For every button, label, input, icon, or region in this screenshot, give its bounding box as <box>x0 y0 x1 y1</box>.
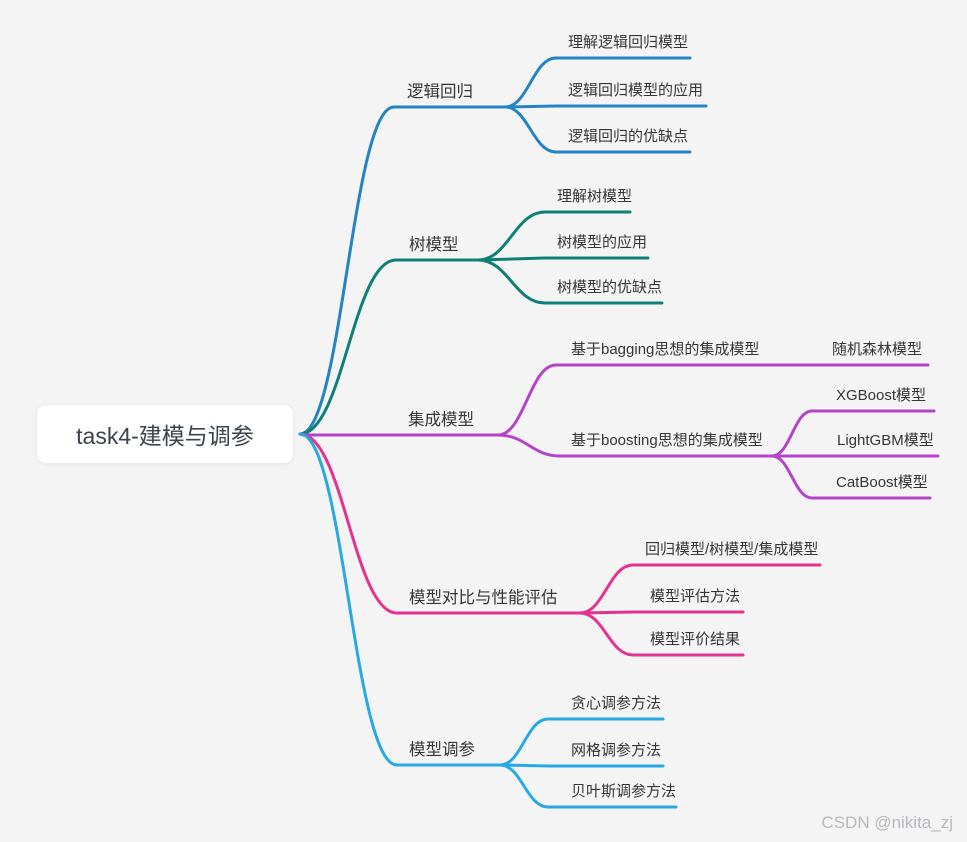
watermark: CSDN @nikita_zj <box>821 813 953 832</box>
mindmap-node-tree-model[interactable]: 树模型 <box>409 236 459 254</box>
connector-line <box>498 717 550 767</box>
mindmap-node-tree-model-pros-cons[interactable]: 树模型的优缺点 <box>557 279 663 296</box>
connector-line <box>496 433 562 458</box>
mindmap-node-lightgbm-model[interactable]: LightGBM模型 <box>837 432 934 449</box>
connector-line <box>298 258 398 436</box>
connector-line <box>298 432 399 615</box>
mindmap-node-bayesian-tuning-method[interactable]: 贝叶斯调参方法 <box>571 783 677 800</box>
mindmap-node-model-comparison-performance-evaluation[interactable]: 模型对比与性能评估 <box>409 589 558 607</box>
mindmap-node-xgboost-model[interactable]: XGBoost模型 <box>836 387 927 404</box>
connector-line <box>476 258 547 305</box>
mindmap-node-tree-model-applications[interactable]: 树模型的应用 <box>557 234 648 251</box>
mindmap-node-boosting-based-ensemble-model[interactable]: 基于boosting思想的集成模型 <box>571 432 763 449</box>
mindmap-node-regression-tree-ensemble-models[interactable]: 回归模型/树模型/集成模型 <box>645 541 819 558</box>
connector-line <box>503 104 558 109</box>
connector-line <box>770 454 814 500</box>
connector-line <box>578 611 635 657</box>
mindmap-node-grid-search-tuning-method[interactable]: 网格调参方法 <box>571 742 662 759</box>
connector-line <box>578 563 635 615</box>
mindmap-node-logistic-regression[interactable]: 逻辑回归 <box>407 83 473 101</box>
mindmap-node-random-forest-model[interactable]: 随机森林模型 <box>832 341 923 358</box>
mindmap-node-catboost-model[interactable]: CatBoost模型 <box>836 474 928 491</box>
mindmap-node-understand-tree-model[interactable]: 理解树模型 <box>557 188 633 205</box>
connector-line <box>298 105 396 436</box>
connector-line <box>578 610 635 615</box>
mindmap-node-model-evaluation-methods[interactable]: 模型评估方法 <box>650 588 741 605</box>
connector-line <box>503 56 558 109</box>
mindmap-node-model-evaluation-results[interactable]: 模型评价结果 <box>650 631 741 648</box>
connector-line <box>770 409 814 458</box>
mindmap-node-ensemble-model[interactable]: 集成模型 <box>408 411 474 429</box>
mindmap-node-understand-logistic-regression-model[interactable]: 理解逻辑回归模型 <box>568 34 689 51</box>
mindmap-root-node[interactable]: task4-建模与调参 <box>36 404 294 464</box>
connector-line <box>298 432 399 767</box>
mindmap-node-logistic-regression-model-applications[interactable]: 逻辑回归模型的应用 <box>568 82 704 99</box>
mindmap-node-model-tuning[interactable]: 模型调参 <box>409 741 475 759</box>
mindmap-node-logistic-regression-pros-cons[interactable]: 逻辑回归的优缺点 <box>568 128 689 145</box>
connector-line <box>503 105 558 154</box>
connector-line <box>498 763 550 809</box>
mindmap-node-bagging-based-ensemble-model[interactable]: 基于bagging思想的集成模型 <box>571 341 760 358</box>
connector-line <box>476 256 547 262</box>
connector-line <box>476 210 547 262</box>
connector-line <box>496 363 558 437</box>
mindmap-node-greedy-tuning-method[interactable]: 贪心调参方法 <box>571 695 662 712</box>
connector-line <box>498 763 550 768</box>
